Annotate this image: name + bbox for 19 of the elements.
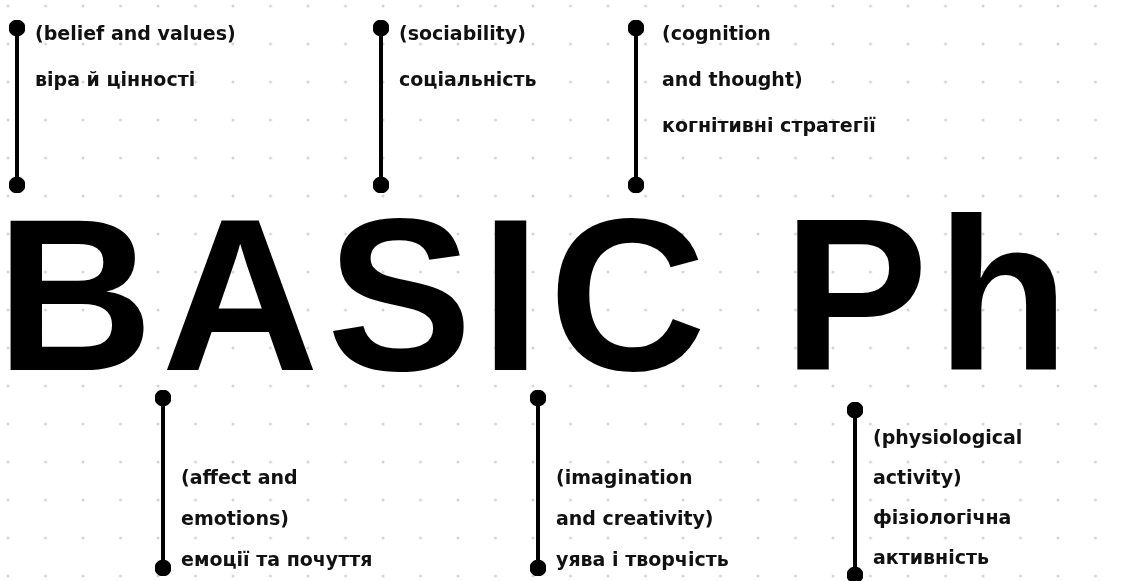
english-label: (sociability) [399, 21, 527, 46]
english-label: (affect and emotions) [181, 465, 299, 531]
ukrainian-label: уява і творчість [556, 547, 730, 572]
ukrainian-label: когнітивні стратегії [662, 113, 877, 138]
leader-line [627, 19, 645, 194]
ukrainian-label: віра й цінності [35, 67, 197, 92]
title-lettering: BASIC Ph [0, 172, 1078, 418]
english-label: (belief and values) [35, 21, 237, 46]
english-label: (physiological activity) [873, 425, 1023, 490]
ukrainian-label: емоції та почуття [181, 547, 374, 572]
english-label: (imagination and creativity) [556, 465, 715, 531]
english-label: (cognition and thought) [662, 21, 804, 92]
leader-line [846, 401, 864, 581]
ukrainian-label: соціальність [399, 67, 538, 92]
leader-line [529, 389, 547, 577]
leader-line [8, 19, 26, 194]
leader-line [372, 19, 390, 194]
leader-line [154, 389, 172, 577]
ukrainian-label: фізіологічна активність [873, 505, 1013, 570]
